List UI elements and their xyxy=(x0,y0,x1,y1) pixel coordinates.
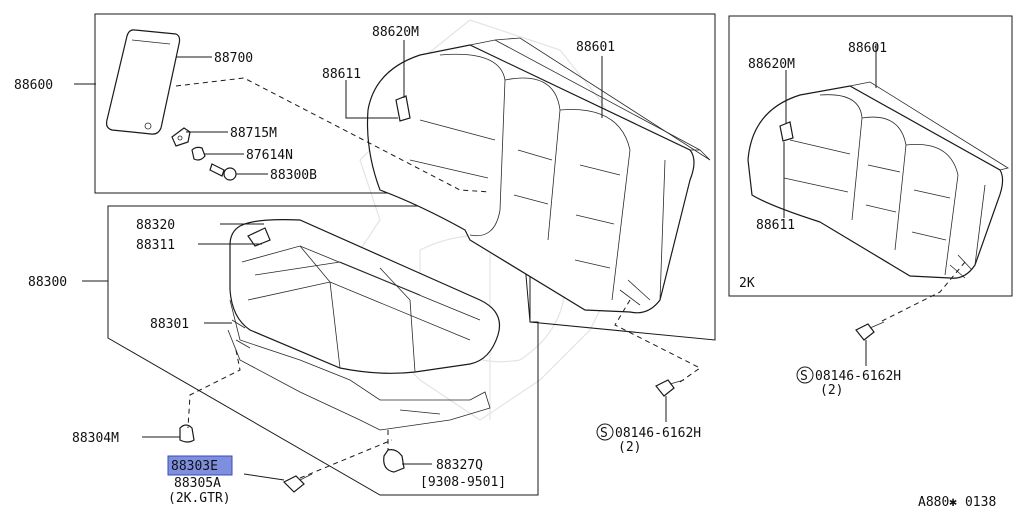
label-88601-inset: 88601 xyxy=(848,41,887,56)
seat-cushion-88301[interactable] xyxy=(229,219,501,374)
label-88620M-inset: 88620M xyxy=(748,57,795,72)
highlight-88303E xyxy=(167,455,233,476)
label-88611-main: 88611 xyxy=(322,67,361,82)
label-88327Q: 88327Q xyxy=(436,458,483,473)
label-88303E[interactable]: 88303E xyxy=(171,459,218,474)
label-bolt-main: 08146-6162H xyxy=(615,426,701,441)
svg-text:S: S xyxy=(800,369,808,384)
label-88600: 88600 xyxy=(14,78,53,93)
label-88300: 88300 xyxy=(28,275,67,290)
seat-back-88601-inset[interactable] xyxy=(747,81,1010,279)
label-88715M: 88715M xyxy=(230,126,277,141)
s-symbol-main: S xyxy=(596,423,614,441)
bolt-88300B[interactable] xyxy=(209,163,237,181)
leader-lines xyxy=(74,40,877,481)
bracket-88715M[interactable] xyxy=(171,127,191,147)
clip-87614N[interactable] xyxy=(191,146,206,161)
label-inset-2k: 2K xyxy=(739,276,755,291)
label-bolt-main-qty: (2) xyxy=(618,440,641,455)
label-2k-gtr: (2K.GTR) xyxy=(168,491,231,506)
label-bolt-inset: 08146-6162H xyxy=(815,369,901,384)
inset-2k-box xyxy=(728,15,1013,297)
label-87614N: 87614N xyxy=(246,148,293,163)
seat-frame[interactable] xyxy=(227,299,491,431)
assembly-dashed-lines xyxy=(175,77,966,479)
label-88305A: 88305A xyxy=(174,476,221,491)
bolt-88305A[interactable] xyxy=(282,473,313,493)
label-88311: 88311 xyxy=(136,238,175,253)
headrest-pad-88700[interactable] xyxy=(105,29,181,135)
label-88601-main: 88601 xyxy=(576,40,615,55)
label-88700: 88700 xyxy=(214,51,253,66)
label-88620M-main: 88620M xyxy=(372,25,419,40)
label-88300B: 88300B xyxy=(270,168,317,183)
label-88320: 88320 xyxy=(136,218,175,233)
label-bolt-inset-qty: (2) xyxy=(820,383,843,398)
s-symbol-inset: S xyxy=(796,366,814,384)
label-88304M: 88304M xyxy=(72,431,119,446)
bolt-08146-inset[interactable] xyxy=(855,321,885,341)
seat-back-88601[interactable] xyxy=(366,37,711,314)
label-date-range: [9308-9501] xyxy=(420,475,506,490)
svg-text:S: S xyxy=(600,426,608,441)
clip-88304M[interactable] xyxy=(179,424,195,443)
hook-88327Q[interactable] xyxy=(383,449,405,473)
diagram-code: A880✱ 0138 xyxy=(918,495,996,510)
label-88301: 88301 xyxy=(150,317,189,332)
label-88611-inset: 88611 xyxy=(756,218,795,233)
bolt-08146-main[interactable] xyxy=(655,379,685,397)
